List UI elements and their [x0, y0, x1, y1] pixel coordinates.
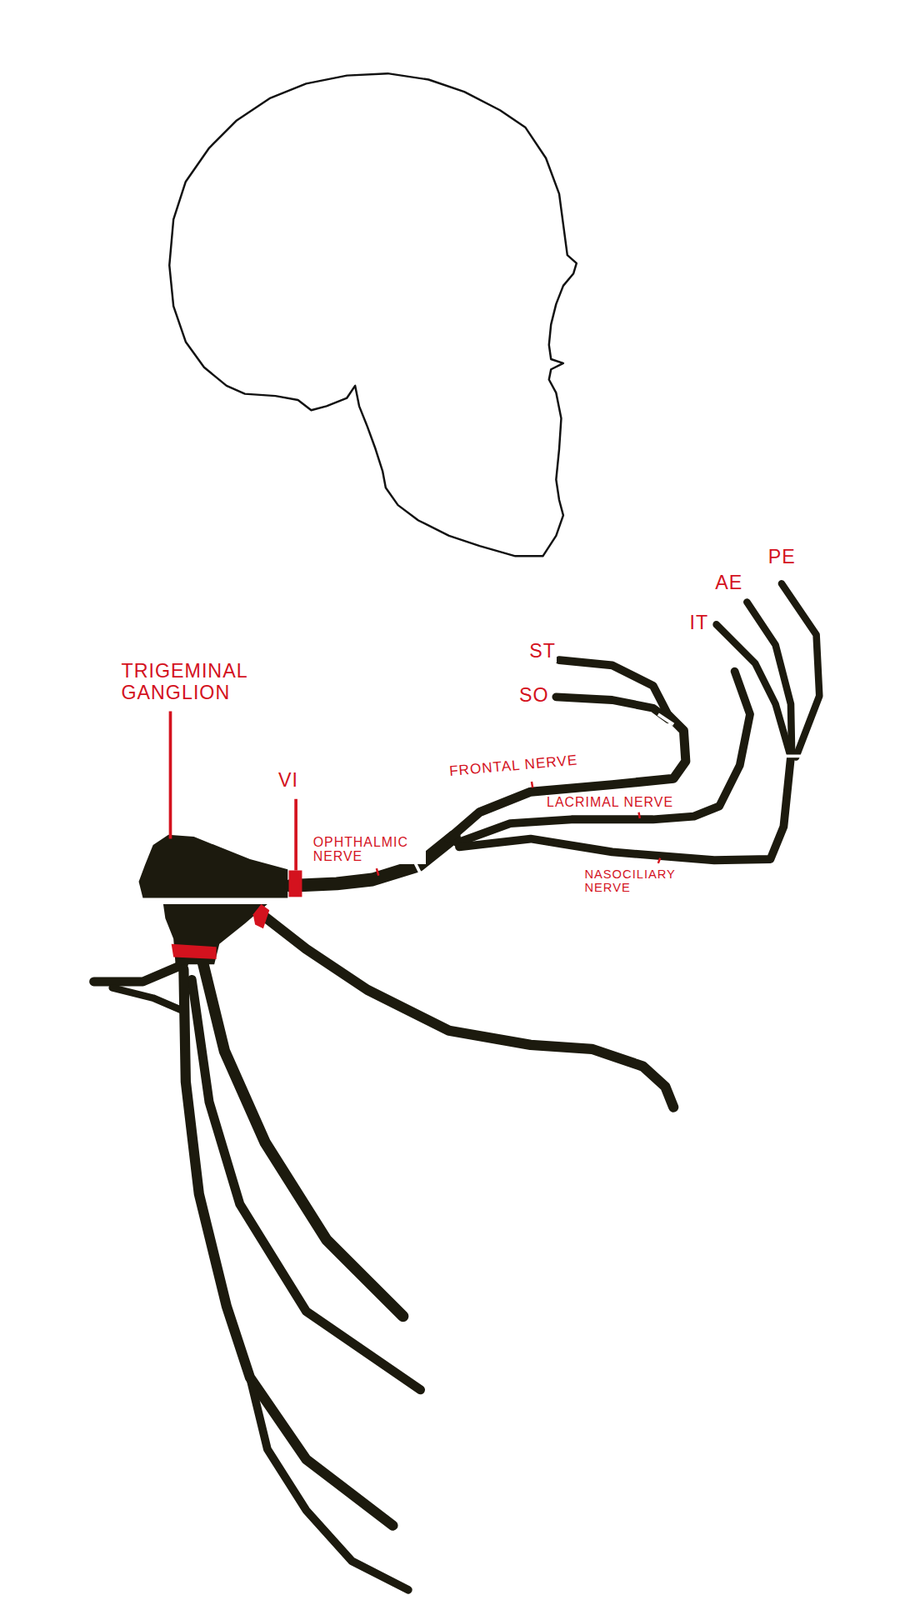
- ganglion-label: TRIGEMINAL GANGLION: [120, 660, 300, 704]
- junction-gap: [163, 899, 290, 903]
- division-label: VI: [277, 770, 300, 792]
- leader-line: [658, 858, 660, 864]
- junction-gap: [658, 714, 674, 725]
- infratrochlear-nerve: [716, 624, 791, 757]
- mandibular-root-shape: [163, 904, 268, 965]
- root-band: [289, 870, 303, 897]
- posterior-ethmoidal-nerve: [781, 583, 820, 757]
- nerve-label: LACRIMAL NERVE: [545, 795, 675, 810]
- red-markers: [171, 870, 303, 960]
- mandibular-branch: [94, 964, 185, 982]
- branch-abbreviation: ST: [528, 640, 557, 663]
- nerve-label: FRONTAL NERVE: [447, 751, 580, 779]
- lacrimal-nerve: [457, 671, 750, 844]
- maxillary-nerve: [260, 913, 674, 1108]
- branch-abbreviation: IT: [689, 612, 710, 635]
- trigeminal-ganglion-shape: [139, 835, 289, 899]
- nerve-tree: [94, 583, 820, 1590]
- white-junctions: [163, 714, 803, 901]
- mandibular-branch: [201, 959, 403, 1317]
- leader-line: [294, 799, 298, 871]
- nerve-label: OPHTHALMIC NERVE: [312, 835, 427, 865]
- root-band: [253, 904, 270, 929]
- root-band: [171, 944, 217, 960]
- mandibular-branch: [112, 987, 182, 1010]
- nerve-label: NASOCILIARY NERVE: [583, 867, 708, 895]
- branch-abbreviation: PE: [767, 546, 797, 569]
- leader-lines: [170, 710, 660, 875]
- anterior-ethmoidal-nerve: [746, 601, 792, 757]
- branch-abbreviation: AE: [714, 572, 744, 595]
- junction-gap: [777, 755, 802, 759]
- leader-line: [639, 812, 640, 819]
- mandibular-branch: [191, 980, 420, 1390]
- leader-line: [531, 781, 533, 788]
- mandibular-branch: [183, 969, 393, 1525]
- mandibular-branch: [250, 1377, 409, 1590]
- supraorbital-nerve: [555, 696, 669, 720]
- leader-line: [376, 868, 379, 876]
- leader-line: [169, 710, 173, 839]
- branch-abbreviation: SO: [518, 685, 550, 707]
- skull-outline: [169, 73, 577, 556]
